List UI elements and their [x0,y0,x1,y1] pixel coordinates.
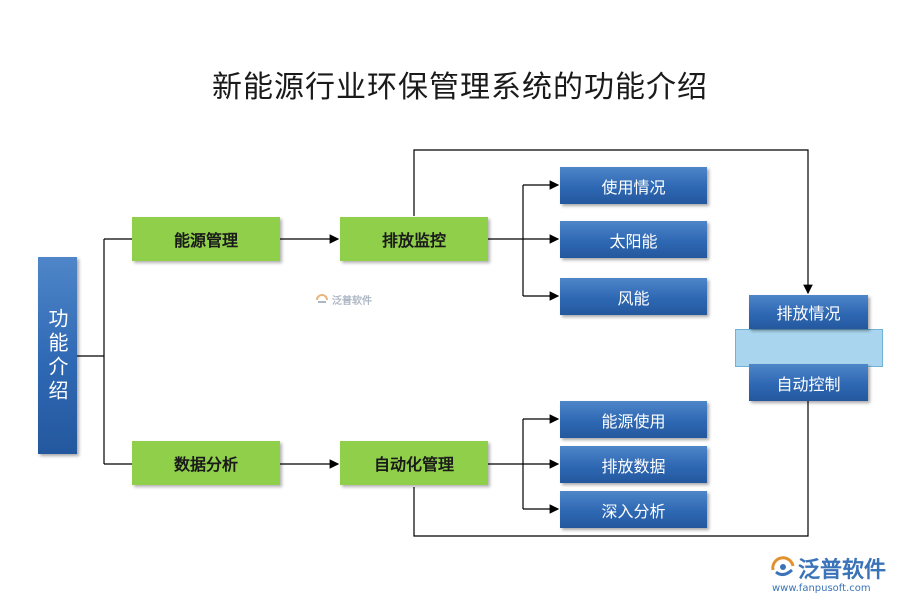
node-auto-control: 自动控制 [749,364,868,401]
brand-logo: 泛普软件 www.fanpusoft.com [768,552,896,596]
node-energy-use: 能源使用 [560,401,707,438]
root-node: 功能介绍 [38,257,77,454]
node-automation-management: 自动化管理 [340,441,488,485]
node-emission-data: 排放数据 [560,446,707,483]
watermark-text: 泛普软件 [332,296,372,307]
center-watermark: 泛普软件 [315,292,372,307]
diagram-title: 新能源行业环保管理系统的功能介绍 [212,70,708,105]
node-emission-monitoring: 排放监控 [340,217,488,261]
node-wind: 风能 [560,278,707,315]
node-energy-management: 能源管理 [132,217,280,261]
right-panel-band [735,329,883,367]
brand-url: www.fanpusoft.com [772,583,871,594]
root-label: 功能介绍 [45,307,69,404]
node-emission-status: 排放情况 [749,295,868,329]
brand-logo-icon [771,556,795,577]
loop-monitoring-to-emission-status [413,149,813,295]
node-solar: 太阳能 [560,221,707,258]
brand-name: 泛普软件 [798,558,887,583]
watermark-logo-icon [316,293,328,303]
node-deep-analysis: 深入分析 [560,491,707,528]
node-usage: 使用情况 [560,167,707,204]
loop-automation-to-control [413,401,809,537]
node-data-analysis: 数据分析 [132,441,280,485]
